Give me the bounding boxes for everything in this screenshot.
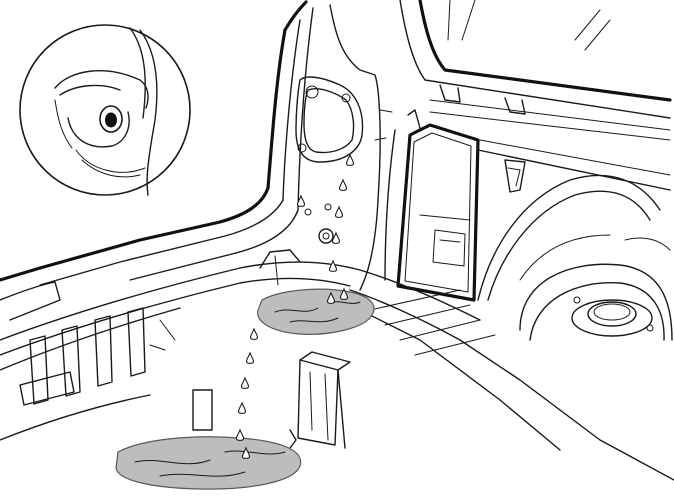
water-drop-icon bbox=[334, 205, 344, 218]
side-panel-right bbox=[429, 84, 671, 301]
water-drop-icon bbox=[240, 376, 250, 389]
water-drop-icon bbox=[296, 194, 306, 207]
rear-window bbox=[399, 0, 672, 119]
spare-wheel-well bbox=[519, 263, 673, 341]
water-drop-icon bbox=[345, 153, 355, 166]
water-drop-icon bbox=[245, 351, 255, 364]
water-drop-icon bbox=[237, 401, 247, 414]
water-drop-icon bbox=[338, 178, 348, 191]
roof-and-pillar bbox=[0, 0, 314, 286]
water-drops bbox=[235, 153, 355, 459]
quarter-panel bbox=[295, 4, 393, 291]
water-pool-upper bbox=[257, 288, 375, 335]
water-drop-icon bbox=[235, 428, 245, 441]
floor-panel bbox=[0, 249, 674, 481]
water-pool-lower bbox=[115, 436, 302, 490]
floor-bracket bbox=[192, 351, 351, 449]
water-drop-icon bbox=[249, 327, 259, 340]
water-drop-icon bbox=[326, 291, 336, 304]
water-drop-icon bbox=[331, 231, 341, 244]
rocker-panel bbox=[0, 307, 181, 441]
water-drop-icon bbox=[339, 287, 349, 300]
eye-magnifier-icon bbox=[19, 24, 191, 196]
water-drop-icon bbox=[241, 446, 251, 459]
seat-back-frame bbox=[384, 109, 480, 302]
water-drop-icon bbox=[328, 259, 338, 272]
